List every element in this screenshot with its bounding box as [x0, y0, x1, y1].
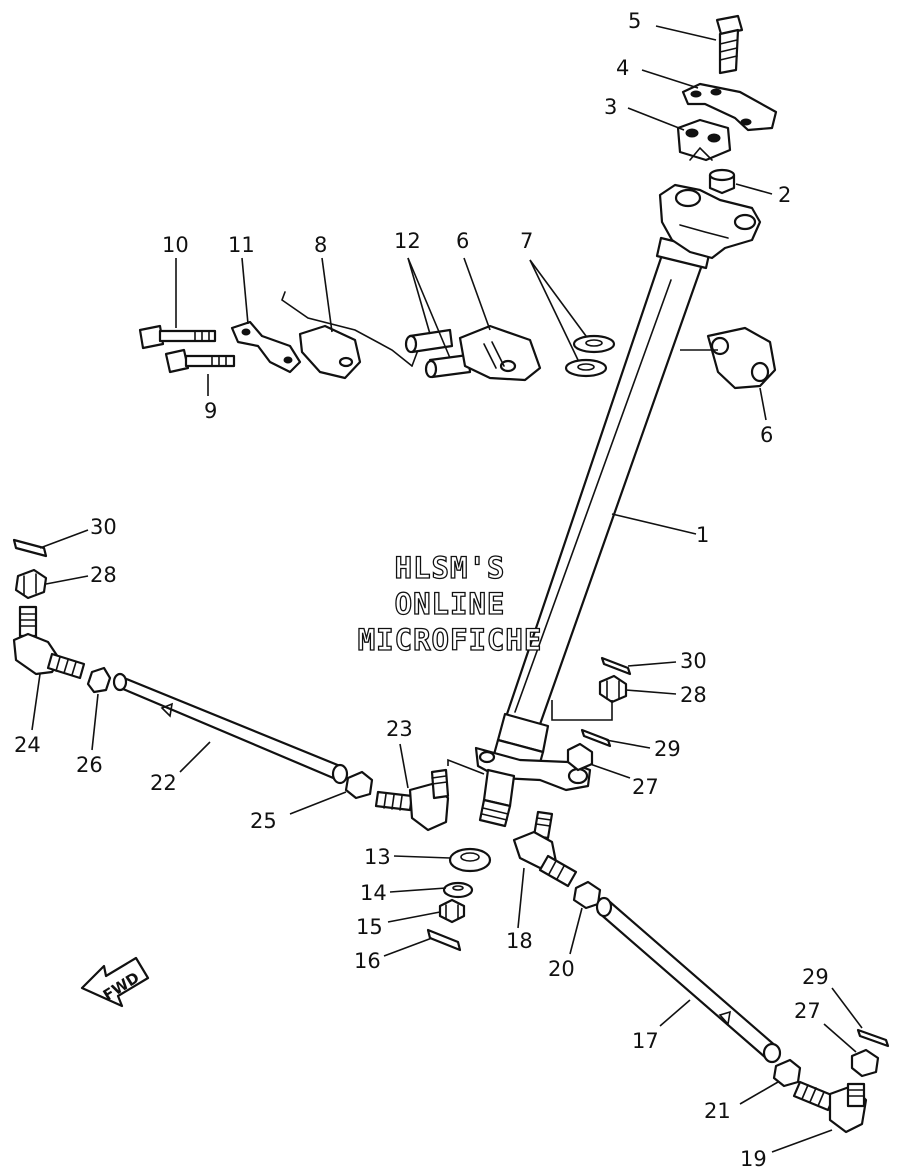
callout-16: 16	[354, 949, 381, 973]
shaft-holder-6b[interactable]	[706, 326, 777, 390]
callout-26: 26	[76, 753, 103, 777]
nut-21[interactable]	[772, 1058, 802, 1088]
callout-9: 9	[204, 399, 217, 423]
shaft-holder-6a[interactable]	[458, 324, 542, 382]
watermark: HLSM'S ONLINE MICROFICHE	[357, 550, 543, 657]
steering-shaft[interactable]	[474, 236, 712, 828]
cotter-pin-29-center[interactable]	[580, 728, 612, 748]
callout-1: 1	[696, 523, 709, 547]
cotter-pin-16[interactable]	[426, 928, 462, 952]
callout-22: 22	[150, 771, 177, 795]
watermark-line1: HLSM'S	[395, 551, 506, 585]
tie-rod-22[interactable]	[112, 672, 349, 785]
callout-29-right: 29	[802, 965, 829, 989]
forward-arrow-icon: FWD	[80, 956, 150, 1008]
tie-rod-end-19[interactable]	[792, 1080, 868, 1134]
callout-24: 24	[14, 733, 41, 757]
callout-numbers: 5 4 3 2 10 11 8 12 6 7 9 6 1 30 28 30 28…	[14, 9, 829, 1171]
bolt-top[interactable]	[715, 14, 744, 75]
callout-28-center: 28	[680, 683, 707, 707]
cotter-pin-30-left[interactable]	[12, 538, 48, 558]
callout-2: 2	[778, 183, 791, 207]
cable-bracket-8[interactable]	[281, 291, 419, 380]
shaft-holder-upper[interactable]	[676, 118, 732, 162]
castle-nut-28-left[interactable]	[14, 568, 48, 600]
washers-7[interactable]	[564, 334, 616, 378]
cotter-pin-29-right[interactable]	[856, 1028, 890, 1048]
tie-rod-17[interactable]	[595, 896, 782, 1064]
callout-10: 10	[162, 233, 189, 257]
tie-rod-end-23[interactable]	[374, 768, 450, 832]
cap-plug[interactable]	[708, 168, 736, 195]
callout-14: 14	[360, 881, 387, 905]
callout-18: 18	[506, 929, 533, 953]
nut-20[interactable]	[572, 880, 602, 910]
callout-20: 20	[548, 957, 575, 981]
callout-19: 19	[740, 1147, 767, 1171]
callout-29-center: 29	[654, 737, 681, 761]
watermark-line3: MICROFICHE	[358, 623, 543, 657]
nut-27-right[interactable]	[850, 1048, 880, 1078]
callout-30-left: 30	[90, 515, 117, 539]
bolt-10[interactable]	[138, 324, 217, 350]
collar-12[interactable]	[404, 328, 472, 379]
nut-27-center[interactable]	[566, 742, 594, 772]
watermark-line2: ONLINE	[395, 587, 506, 621]
tie-rod-end-18[interactable]	[512, 810, 578, 888]
callout-6-right: 6	[760, 423, 773, 447]
bolt-9[interactable]	[164, 348, 236, 374]
tie-rod-end-24[interactable]	[12, 605, 86, 680]
steering-column-head[interactable]	[658, 183, 762, 260]
nut-26[interactable]	[86, 666, 112, 694]
callout-25: 25	[250, 809, 277, 833]
callout-15: 15	[356, 915, 383, 939]
callout-27-right: 27	[794, 999, 821, 1023]
locking-plate[interactable]	[681, 82, 778, 132]
callout-13: 13	[364, 845, 391, 869]
castle-nut-28-center[interactable]	[598, 674, 628, 704]
callout-3: 3	[604, 95, 617, 119]
callout-21: 21	[704, 1099, 731, 1123]
cotter-pin-30-center[interactable]	[600, 656, 632, 676]
callout-11: 11	[228, 233, 255, 257]
washer-13[interactable]	[448, 847, 492, 873]
castle-nut-15[interactable]	[438, 898, 466, 924]
callout-17: 17	[632, 1029, 659, 1053]
washer-14[interactable]	[442, 881, 474, 899]
callout-23: 23	[386, 717, 413, 741]
callout-5: 5	[628, 9, 641, 33]
callout-28-left: 28	[90, 563, 117, 587]
lock-washer-11[interactable]	[230, 320, 302, 374]
callout-6-upper: 6	[456, 229, 469, 253]
leader-lines	[31, 25, 863, 1153]
nut-25[interactable]	[344, 770, 374, 800]
callout-12: 12	[394, 229, 421, 253]
callout-7: 7	[520, 229, 533, 253]
callout-8: 8	[314, 233, 327, 257]
callout-27-center: 27	[632, 775, 659, 799]
callout-30-center: 30	[680, 649, 707, 673]
callout-4: 4	[616, 56, 629, 80]
